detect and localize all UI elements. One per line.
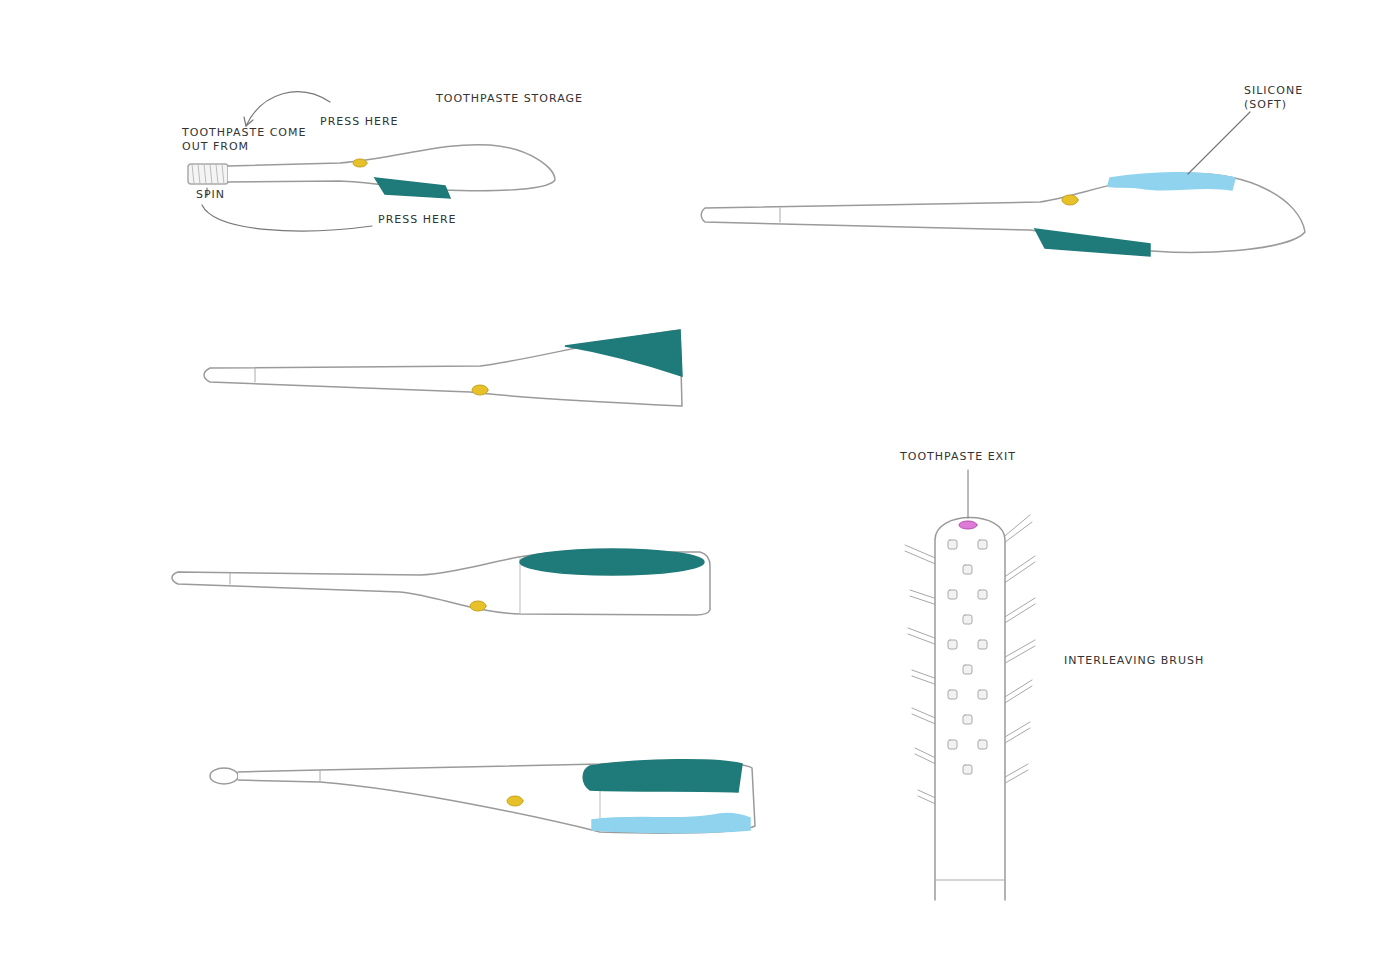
sketch-one	[188, 92, 555, 231]
annotation-label: PRESS HERE	[378, 213, 488, 227]
sketch-two	[701, 112, 1305, 256]
annotation-label: INTERLEAVING BRUSH	[1064, 654, 1264, 668]
annotation-label: SPIN	[196, 188, 256, 202]
annotation-label: TOOTHPASTE COME OUT FROM	[182, 126, 322, 155]
annotation-label: SILICONE (SOFT)	[1244, 84, 1324, 113]
annotation-label: TOOTHPASTE EXIT	[900, 450, 1060, 464]
annotation-label: TOOTHPASTE STORAGE	[436, 92, 596, 106]
annotation-label: PRESS HERE	[320, 115, 430, 129]
brush-detail	[905, 470, 1035, 900]
sketch-three	[204, 330, 682, 406]
sketch-four	[172, 549, 710, 615]
sketch-five	[210, 760, 755, 833]
